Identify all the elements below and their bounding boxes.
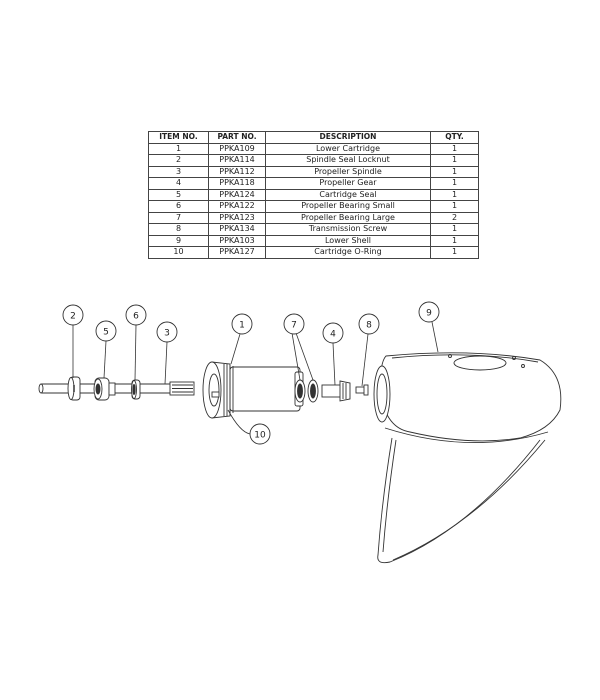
balloon-4: 4 <box>322 322 344 344</box>
balloon-7: 7 <box>283 313 305 335</box>
part-no: PPKA124 <box>208 188 266 201</box>
qty: 1 <box>430 165 479 178</box>
balloon-3: 3 <box>156 321 178 343</box>
propeller-gear-part <box>321 380 351 402</box>
balloon-9: 9 <box>418 301 440 323</box>
leader-lines <box>72 321 439 435</box>
propeller-bearing-small-part <box>131 379 141 400</box>
svg-text:2: 2 <box>70 312 76 322</box>
svg-text:10: 10 <box>254 431 266 441</box>
description: Spindle Seal Locknut <box>265 154 431 167</box>
svg-text:3: 3 <box>164 329 170 339</box>
lower-cartridge-part <box>202 361 304 419</box>
propeller-spindle-part <box>38 381 195 396</box>
header-item-no: ITEM NO. <box>148 131 209 144</box>
description: Cartridge Seal <box>265 188 431 201</box>
part-no: PPKA109 <box>208 142 266 155</box>
table-header-row: ITEM NO. PART NO. DESCRIPTION QTY. <box>148 131 479 144</box>
svg-text:6: 6 <box>133 312 139 322</box>
svg-text:5: 5 <box>103 328 109 338</box>
transmission-screw-part <box>355 384 369 396</box>
description: Propeller Spindle <box>265 165 431 178</box>
qty: 2 <box>430 211 479 224</box>
description: Lower Shell <box>265 234 431 247</box>
qty: 1 <box>430 177 479 190</box>
balloon-6: 6 <box>125 304 147 326</box>
description: Lower Cartridge <box>265 142 431 155</box>
header-description: DESCRIPTION <box>265 131 431 144</box>
part-no: PPKA123 <box>208 211 266 224</box>
qty: 1 <box>430 246 479 259</box>
balloon-8: 8 <box>358 313 380 335</box>
svg-text:4: 4 <box>330 330 336 340</box>
description: Propeller Gear <box>265 177 431 190</box>
balloon-5: 5 <box>95 320 117 342</box>
svg-text:7: 7 <box>291 321 297 331</box>
lower-shell-part <box>373 352 562 564</box>
qty: 1 <box>430 234 479 247</box>
svg-text:1: 1 <box>239 321 245 331</box>
propeller-bearing-large-part <box>294 379 319 403</box>
item-no: 7 <box>148 211 209 224</box>
svg-text:8: 8 <box>366 321 372 331</box>
item-no: 9 <box>148 234 209 247</box>
cartridge-seal-part <box>93 377 116 401</box>
qty: 1 <box>430 200 479 213</box>
balloon-10: 10 <box>249 423 271 445</box>
header-qty: QTY. <box>430 131 479 144</box>
balloon-1: 1 <box>231 313 253 335</box>
spindle-seal-locknut-part <box>67 376 81 401</box>
header-part-no: PART NO. <box>208 131 266 144</box>
qty: 1 <box>430 188 479 201</box>
part-no: PPKA127 <box>208 246 266 259</box>
description: Transmission Screw <box>265 223 431 236</box>
qty: 1 <box>430 142 479 155</box>
balloon-2: 2 <box>62 304 84 326</box>
qty: 1 <box>430 223 479 236</box>
item-no: 3 <box>148 165 209 178</box>
item-no: 6 <box>148 200 209 213</box>
svg-text:9: 9 <box>426 309 432 319</box>
qty: 1 <box>430 154 479 167</box>
